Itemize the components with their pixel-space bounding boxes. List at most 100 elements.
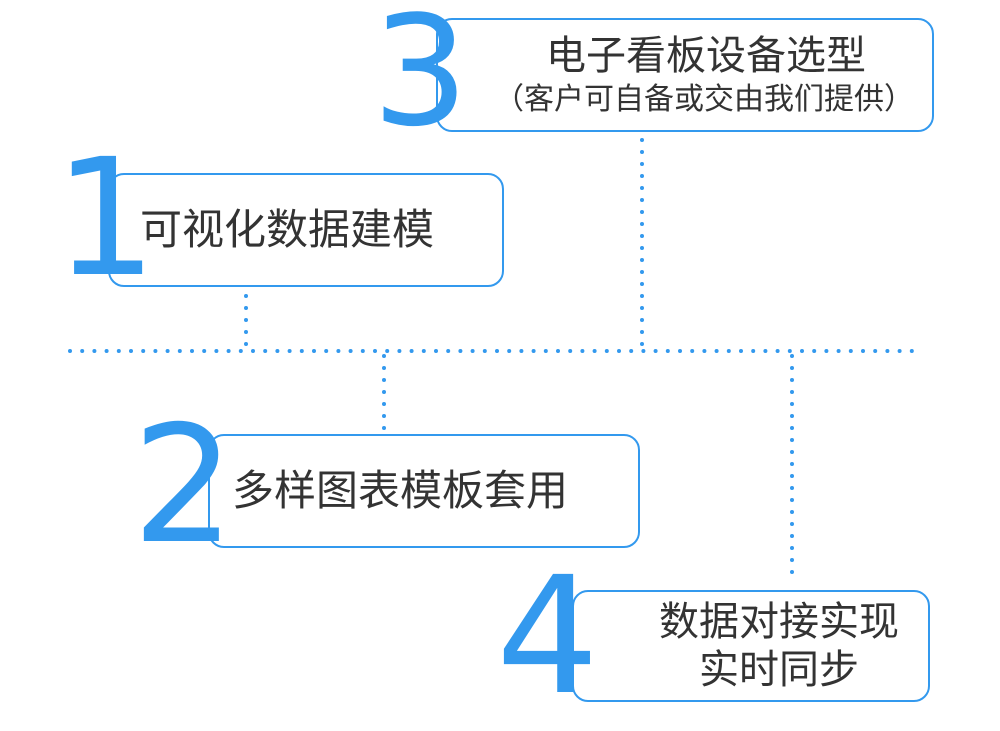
connector-dot [739, 349, 743, 353]
connector-dot [244, 306, 248, 310]
connector-dot [800, 349, 804, 353]
connector-dot [153, 349, 158, 353]
vertical-dotted-line-step-4 [790, 354, 794, 574]
connector-dot [348, 349, 353, 353]
step-4-label-line1: 数据对接实现 [659, 599, 899, 645]
connector-dot [909, 349, 914, 353]
step-3-sublabel: （客户可自备或交由我们提供） [494, 82, 914, 117]
connector-dot [629, 349, 634, 353]
connector-dot [763, 349, 768, 353]
connector-dot [397, 349, 402, 353]
connector-dot [790, 474, 794, 478]
step-2-box: 多样图表模板套用 [208, 434, 640, 548]
connector-dot [244, 330, 248, 334]
connector-dot [836, 349, 841, 353]
connector-dot [382, 402, 386, 406]
connector-dot [373, 349, 377, 353]
connector-dot [790, 366, 794, 370]
connector-dot [640, 174, 644, 178]
connector-dot [244, 318, 248, 322]
connector-dot [116, 349, 121, 353]
step-3-label: 电子看板设备选型 [546, 33, 866, 79]
connector-dot [640, 162, 644, 166]
connector-dot [790, 522, 794, 526]
connector-dot [640, 210, 644, 214]
connector-dot [640, 306, 644, 310]
connector-dot [790, 390, 794, 394]
connector-dot [790, 498, 794, 502]
connector-dot [640, 138, 644, 142]
connector-dot [790, 378, 794, 382]
connector-dot [580, 349, 585, 353]
connector-dot [640, 294, 644, 298]
connector-dot [790, 570, 794, 574]
connector-dot [104, 349, 109, 353]
connector-dot [568, 349, 573, 353]
connector-dot [382, 426, 386, 430]
connector-dot [519, 349, 524, 353]
dotted-connectors [68, 138, 914, 574]
connector-dot [751, 349, 756, 353]
connector-dot [141, 349, 146, 353]
connector-dot [790, 534, 794, 538]
connector-dot [287, 349, 292, 353]
connector-dot [897, 349, 902, 353]
connector-dot [640, 270, 644, 274]
connector-dot [226, 349, 231, 353]
connector-dot [482, 349, 487, 353]
connector-dot [775, 349, 780, 353]
connector-dot [640, 186, 644, 190]
connector-dot [790, 414, 794, 418]
connector-dot [714, 349, 719, 353]
step-4-label-line2: 实时同步 [699, 647, 859, 693]
connector-dot [604, 349, 609, 353]
connector-dot [592, 349, 597, 353]
step-1-label: 可视化数据建模 [140, 204, 435, 254]
connector-dot [873, 349, 878, 353]
connector-dot [653, 349, 658, 353]
connector-dot [665, 349, 670, 353]
step-1-number: 1 [54, 125, 158, 313]
connector-dot [421, 349, 426, 353]
connector-dot [790, 510, 794, 514]
connector-dot [861, 349, 865, 353]
connector-dot [434, 349, 438, 353]
connector-dot [640, 342, 644, 346]
connector-dot [80, 349, 85, 353]
step-2-number: 2 [132, 392, 236, 580]
connector-dot [787, 349, 792, 353]
connector-dot [640, 234, 644, 238]
connector-dot [382, 390, 386, 394]
step-4-box: 数据对接实现 实时同步 [572, 590, 930, 702]
connector-dot [275, 349, 280, 353]
connector-dot [617, 349, 621, 353]
connector-dot [244, 342, 248, 346]
connector-dot [824, 349, 829, 353]
connector-dot [360, 349, 365, 353]
connector-dot [129, 349, 133, 353]
vertical-dotted-line-step-3 [640, 138, 644, 346]
connector-dot [382, 378, 386, 382]
connector-dot [214, 349, 219, 353]
connector-dot [678, 349, 682, 353]
connector-dot [690, 349, 695, 353]
connector-dot [165, 349, 170, 353]
connector-dot [299, 349, 304, 353]
connector-dot [640, 282, 644, 286]
connector-dot [458, 349, 463, 353]
vertical-dotted-line-step-2 [382, 354, 386, 430]
connector-dot [409, 349, 414, 353]
step-2-label: 多样图表模板套用 [232, 465, 569, 515]
connector-dot [543, 349, 548, 353]
connector-dot [790, 462, 794, 466]
step-1-box: 可视化数据建模 [108, 173, 504, 287]
connector-dot [385, 349, 390, 353]
step-3-box: 电子看板设备选型 （客户可自备或交由我们提供） [436, 18, 934, 132]
connector-dot [641, 349, 646, 353]
connector-dot [531, 349, 536, 353]
connector-lines [68, 138, 914, 574]
connector-dot [495, 349, 499, 353]
connector-dot [382, 414, 386, 418]
connector-dot [790, 450, 794, 454]
connector-dot [640, 258, 644, 262]
